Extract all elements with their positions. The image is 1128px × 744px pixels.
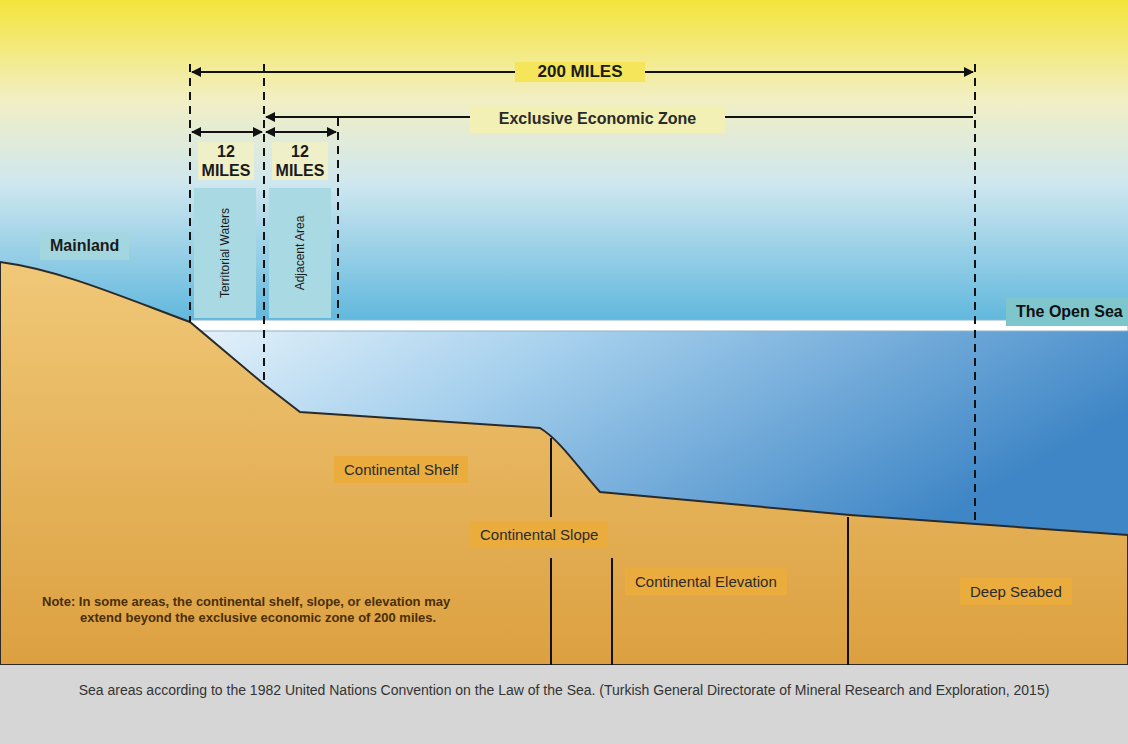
adjacent-limit-dash xyxy=(337,118,339,318)
zone-name: Exclusive Economic Zone xyxy=(480,110,715,128)
zone-name: Continental Shelf xyxy=(344,461,458,478)
zone-box: Deep Seabed xyxy=(960,578,1072,605)
zone-name: The Open Sea xyxy=(1016,303,1118,321)
open-sea-box: The Open Sea xyxy=(1006,298,1128,326)
territorial-limit-dash xyxy=(263,64,265,384)
mainland-box: Mainland xyxy=(40,232,129,260)
baseline-dash xyxy=(189,64,191,322)
zone-name: Territorial Waters xyxy=(218,208,232,298)
distance-label: 12 MILES xyxy=(198,142,254,180)
divider xyxy=(550,438,552,517)
zone-name: Adjacent Area xyxy=(293,216,307,291)
adjacent-area-box: Adjacent Area xyxy=(269,188,331,318)
distance-label: 200 MILES xyxy=(515,62,645,82)
zone-box: Continental Slope xyxy=(470,521,608,548)
zone-name: Mainland xyxy=(50,237,119,255)
divider xyxy=(611,558,613,665)
distance-label: 12 MILES xyxy=(272,142,328,180)
figure-caption: Sea areas according to the 1982 United N… xyxy=(20,680,1108,700)
zone-box: Continental Elevation xyxy=(625,568,787,595)
zone-dividers xyxy=(551,438,848,665)
zone-boundaries xyxy=(190,64,975,524)
zone-box: Continental Shelf xyxy=(334,456,468,483)
territorial-waters-box: Territorial Waters xyxy=(194,188,256,318)
seabed-profile xyxy=(0,262,1128,665)
zone-label-box: Exclusive Economic Zone xyxy=(470,105,725,133)
zone-name: Continental Elevation xyxy=(635,573,777,590)
sea-surface xyxy=(190,320,1128,331)
sky xyxy=(0,0,1128,332)
arrow-12b xyxy=(266,131,336,133)
arrow-12a xyxy=(192,131,262,133)
divider xyxy=(847,517,849,665)
note-text: Note: In some areas, the continental she… xyxy=(42,594,462,625)
zone-name: Continental Slope xyxy=(480,526,598,543)
caption-bar xyxy=(0,665,1128,744)
divider xyxy=(550,558,552,665)
zone-name: Deep Seabed xyxy=(970,583,1062,600)
eez-limit-dash xyxy=(974,64,976,524)
